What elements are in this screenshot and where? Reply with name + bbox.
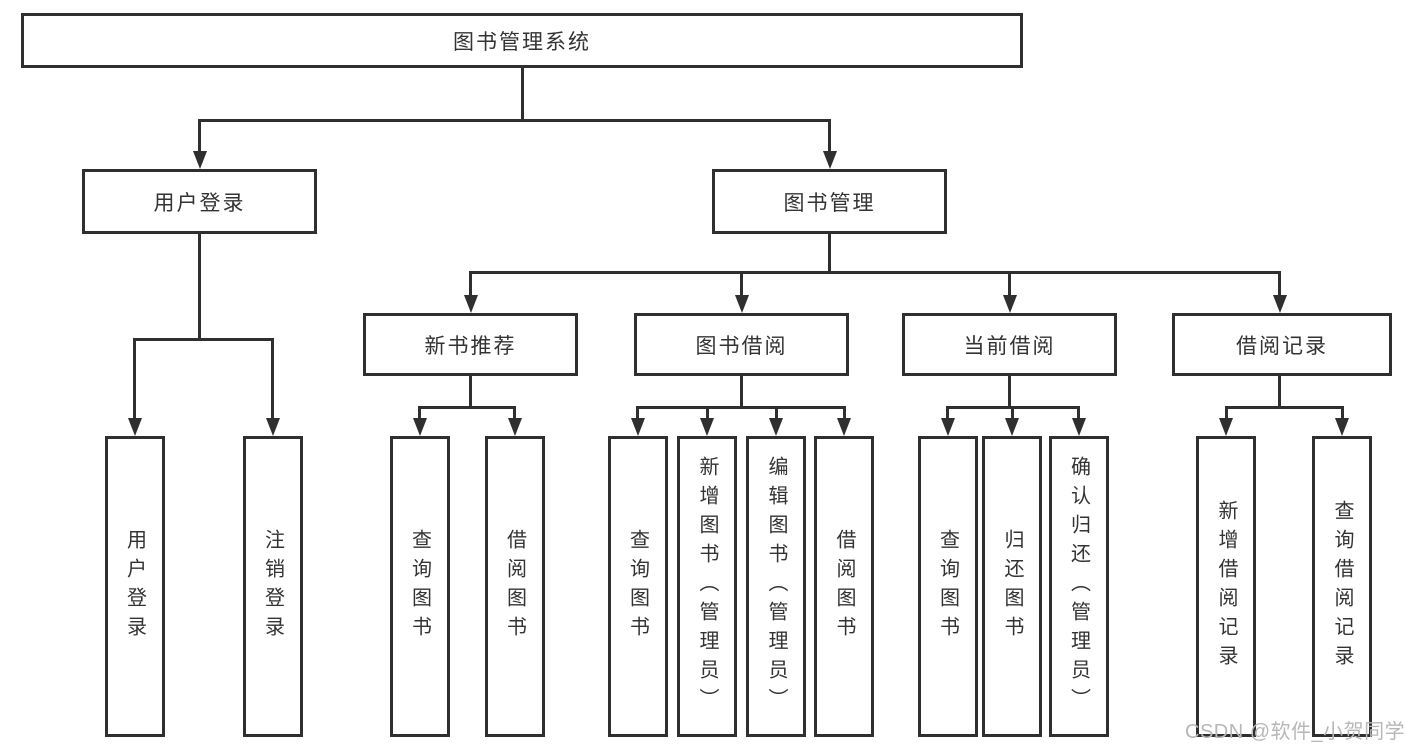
arrowhead-current [1002, 295, 1017, 313]
connector-current-down [1008, 376, 1011, 406]
connector-root-stem [520, 68, 524, 119]
connector-rec-add-stem [1224, 406, 1228, 420]
node-current-borrow: 当前借阅 [902, 313, 1117, 376]
leaf-borrow-add-admin: 新增图书（管理员） [677, 436, 737, 737]
connector-rec-query-stem [1340, 406, 1344, 420]
connector-bb-edit-stem [774, 406, 778, 420]
leaf-borrow-add-admin-label: 新增图书（管理员） [696, 456, 718, 717]
connector-bb-borrow-stem [842, 406, 846, 420]
connector-borrow-down [740, 376, 743, 406]
node-book-borrow: 图书借阅 [634, 313, 849, 376]
leaf-current-confirm-admin-label: 确认归还（管理员） [1067, 456, 1090, 717]
csdn-watermark: CSDN @软件_小贺同学 [1185, 721, 1405, 743]
leaf-newbooks-query: 查询图书 [389, 436, 450, 737]
node-book-borrow-label: 图书借阅 [695, 334, 788, 358]
leaf-current-return: 归还图书 [982, 436, 1042, 737]
leaf-logout-label: 注销登录 [261, 528, 284, 645]
arrowhead-leaf-logout [265, 418, 280, 436]
node-new-books: 新书推荐 [363, 313, 578, 376]
connector-bb-query-stem [636, 406, 639, 420]
arrowhead-nb-query [412, 418, 427, 436]
leaf-borrow-query-label: 查询图书 [626, 528, 649, 645]
arrowhead-leaf-login [127, 418, 142, 436]
leaf-borrow-edit-admin: 编辑图书（管理员） [746, 436, 806, 737]
leaf-user-login-label: 用户登录 [123, 528, 146, 645]
leaf-records-query: 查询借阅记录 [1312, 436, 1372, 737]
node-borrow-records: 借阅记录 [1172, 313, 1392, 376]
arrowhead-borrow [734, 295, 749, 313]
node-root: 图书管理系统 [21, 13, 1023, 68]
leaf-records-query-label: 查询借阅记录 [1331, 499, 1353, 674]
arrowhead-rec-query [1335, 418, 1349, 436]
connector-userlogin-branch [133, 338, 274, 341]
connector-bb-add-stem [705, 406, 709, 420]
node-borrow-records-label: 借阅记录 [1236, 334, 1328, 358]
arrowhead-newbooks [463, 295, 478, 313]
connector-borrow-stem [740, 271, 743, 297]
leaf-borrow-query: 查询图书 [607, 436, 668, 737]
connector-nb-borrow-stem [513, 406, 516, 420]
connector-current-stem [1008, 271, 1011, 297]
leaf-borrow-borrow: 借阅图书 [814, 436, 874, 737]
arrowhead-bb-borrow [837, 418, 851, 436]
connector-bookmgmt-down [828, 234, 831, 271]
leaf-records-add-label: 新增借阅记录 [1215, 499, 1237, 674]
connector-bookmgmt-stem [828, 119, 831, 153]
leaf-current-confirm-admin: 确认归还（管理员） [1048, 436, 1109, 737]
node-user-login-label: 用户登录 [153, 191, 246, 215]
connector-nb-query-stem [418, 406, 421, 420]
node-current-borrow-label: 当前借阅 [963, 334, 1056, 358]
leaf-current-query: 查询图书 [917, 436, 978, 737]
arrowhead-nb-borrow [507, 418, 522, 436]
connector-root-branch [198, 119, 831, 122]
node-book-mgmt-label: 图书管理 [783, 191, 876, 215]
node-book-mgmt: 图书管理 [712, 169, 947, 234]
node-new-books-label: 新书推荐 [424, 334, 517, 358]
connector-userlogin-stem [198, 119, 201, 153]
connector-bookmgmt-branch [469, 271, 1281, 274]
leaf-logout: 注销登录 [242, 436, 303, 737]
leaf-newbooks-query-label: 查询图书 [408, 528, 431, 645]
leaf-borrow-edit-admin-label: 编辑图书（管理员） [765, 456, 787, 717]
connector-cb-confirm-stem [1077, 406, 1080, 420]
connector-cb-return-stem [1010, 406, 1014, 420]
leaf-current-query-label: 查询图书 [936, 528, 959, 645]
leaf-newbooks-borrow: 借阅图书 [484, 436, 545, 737]
connector-leaf-login-stem [133, 338, 136, 420]
connector-records-stem [1278, 271, 1281, 297]
arrowhead-bb-add [700, 418, 714, 436]
connector-cb-query-stem [946, 406, 949, 420]
connector-leaf-logout-stem [271, 338, 274, 420]
leaf-user-login: 用户登录 [104, 436, 165, 737]
leaf-borrow-borrow-label: 借阅图书 [833, 528, 855, 645]
arrowhead-userlogin [192, 151, 207, 169]
connector-newbooks-stem [469, 271, 472, 297]
connector-newbooks-down [469, 376, 472, 406]
node-user-login: 用户登录 [82, 169, 317, 234]
connector-userlogin-down [198, 233, 201, 338]
leaf-current-return-label: 归还图书 [1001, 528, 1023, 645]
leaf-records-add: 新增借阅记录 [1196, 436, 1256, 737]
node-root-label: 图书管理系统 [453, 30, 591, 54]
arrowhead-cb-confirm [1071, 418, 1086, 436]
arrowhead-bb-query [630, 418, 645, 436]
connector-borrow-branch [636, 406, 845, 409]
arrowhead-bb-edit [769, 418, 783, 436]
arrowhead-records [1272, 295, 1287, 313]
arrowhead-cb-return [1005, 418, 1019, 436]
arrowhead-cb-query [940, 418, 955, 436]
connector-records-branch [1224, 406, 1344, 409]
arrowhead-rec-add [1219, 418, 1233, 436]
arrowhead-bookmgmt [822, 151, 837, 169]
connector-records-down [1278, 376, 1281, 406]
leaf-newbooks-borrow-label: 借阅图书 [503, 528, 526, 645]
connector-newbooks-branch [418, 406, 516, 409]
